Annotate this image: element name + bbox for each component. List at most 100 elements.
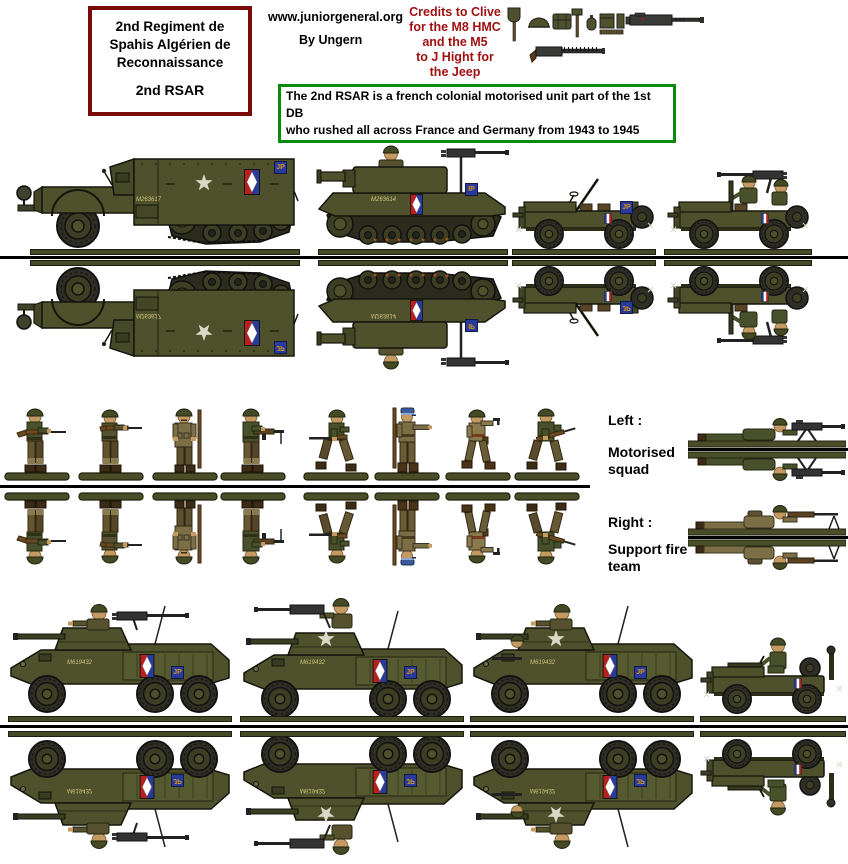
infantry-art [150, 404, 220, 482]
infantry-art [301, 491, 371, 569]
m1919-mg-icon [529, 46, 605, 63]
vehicle-serial: M263614 [371, 197, 397, 203]
m8-armored-car-art [468, 604, 696, 716]
credits-line: to J Hight for [416, 50, 494, 64]
figure-soldier-standing-rifle [150, 404, 220, 482]
ground-bar [470, 731, 694, 737]
unit-plate: JP [634, 666, 647, 679]
vehicle-serial: M619432 [530, 787, 556, 793]
jeep-art [510, 266, 658, 344]
unit-title-box: 2nd Regiment de Spahis Algérien de Recon… [88, 6, 252, 116]
credits-line: the Jeep [429, 65, 481, 79]
unit-plate: IP [465, 183, 478, 196]
fold-line-row1 [0, 256, 848, 259]
magazine-icon [616, 13, 625, 29]
ground-bar [8, 731, 232, 737]
ground-bar [30, 260, 300, 266]
unit-title-line: Reconnaissance [116, 55, 224, 70]
m8-armored-car-art [5, 737, 233, 849]
unit-plate: IP [465, 319, 478, 332]
infantry-art [372, 404, 442, 482]
infantry-art [301, 404, 371, 482]
vehicle-serial: M619432 [67, 660, 93, 666]
vehicle-serial: M263617 [136, 197, 162, 203]
ground-bar [664, 260, 812, 266]
unit-plate: JP [634, 774, 647, 787]
ground-bar [30, 249, 300, 255]
prone-bar-art [688, 502, 846, 536]
vehicle-serial: M619432 [530, 660, 556, 666]
author-label: By Ungern [299, 33, 363, 47]
m8-hmc-art [315, 139, 510, 249]
jeep-mg-crew-unit [663, 159, 813, 249]
unit-plate: JP [620, 301, 633, 314]
jeep-driver-unit [698, 628, 846, 716]
fold-line-infantry [0, 485, 590, 488]
unit-title-line: 2nd Regiment de [115, 19, 225, 34]
figure-officer-pointing [372, 404, 442, 482]
jeep-mg-crew-art [663, 159, 813, 249]
ground-bar [664, 249, 812, 255]
site-label: www.juniorgeneral.org [268, 10, 403, 24]
figure-prone-mg-gunner [688, 414, 846, 448]
infantry-art [443, 491, 513, 569]
right-line: team [608, 558, 641, 574]
figure-rifleman-advancing [512, 404, 582, 482]
canteen-icon [586, 15, 597, 31]
infantry-art [512, 491, 582, 569]
prone-bar-art [688, 539, 846, 573]
ground-bar [700, 716, 846, 722]
ground-bar [240, 716, 464, 722]
armored-car-3-unit: M619432 JP M619432 JP [468, 604, 696, 716]
m8-armored-car-art [238, 737, 466, 859]
unit-designation: 2nd RSAR [135, 82, 205, 98]
m8-armored-car-art [5, 604, 233, 716]
entrenching-tool-icon [571, 8, 583, 38]
m8-armored-car-art [238, 594, 466, 716]
vehicle-serial: M263617 [136, 312, 162, 318]
infantry-art [2, 404, 72, 482]
m2-browning-mg-icon [625, 12, 704, 26]
vehicle-serial: M619432 [67, 787, 93, 793]
ground-bar [512, 249, 656, 255]
prone-mg-art [688, 414, 846, 448]
credits-text: Credits to Clive for the M8 HMC and the … [396, 5, 514, 80]
equipment-icons [507, 7, 704, 63]
vehicle-serial: M619432 [300, 787, 326, 793]
figure-prone-bar-gunner [688, 502, 846, 536]
unit-plate: JP [404, 774, 417, 787]
credits-line: for the M8 HMC [409, 20, 501, 34]
ground-bar [470, 716, 694, 722]
credits-line: Credits to Clive [409, 5, 501, 19]
ground-bar [512, 260, 656, 266]
description-line: The 2nd RSAR is a french colonial motori… [286, 89, 651, 120]
infantry-art [512, 404, 582, 482]
armored-car-1-unit: M619432 JP M619432 JP [5, 604, 233, 716]
infantry-art [443, 404, 513, 482]
shovel-icon [507, 7, 521, 42]
ground-bar [318, 249, 508, 255]
m8-hmc-unit: M263614 IP M263614 IP [315, 139, 510, 249]
ammo-box-icon [599, 13, 615, 29]
fold-line-row3 [0, 725, 848, 728]
infantry-art [76, 404, 146, 482]
ground-bar [318, 260, 508, 266]
unit-title-line: Spahis Algérien de [109, 37, 231, 52]
infantry-art [76, 491, 146, 569]
infantry-art [372, 491, 442, 569]
prone-mg-art [688, 451, 846, 485]
credits-line: and the M5 [422, 35, 488, 49]
figure-rifleman-running [301, 404, 371, 482]
vehicle-serial: M619432 [300, 660, 326, 666]
ground-bar [240, 731, 464, 737]
right-label: Right : [608, 514, 653, 530]
infantry-art [218, 491, 288, 569]
infantry-art [218, 404, 288, 482]
unit-plate: JP [274, 341, 287, 354]
jeep-art [510, 171, 658, 249]
unit-plate: JP [171, 774, 184, 787]
unit-plate: JP [404, 666, 417, 679]
vehicle-serial: M263614 [371, 312, 397, 318]
m8-armored-car-art [468, 737, 696, 849]
